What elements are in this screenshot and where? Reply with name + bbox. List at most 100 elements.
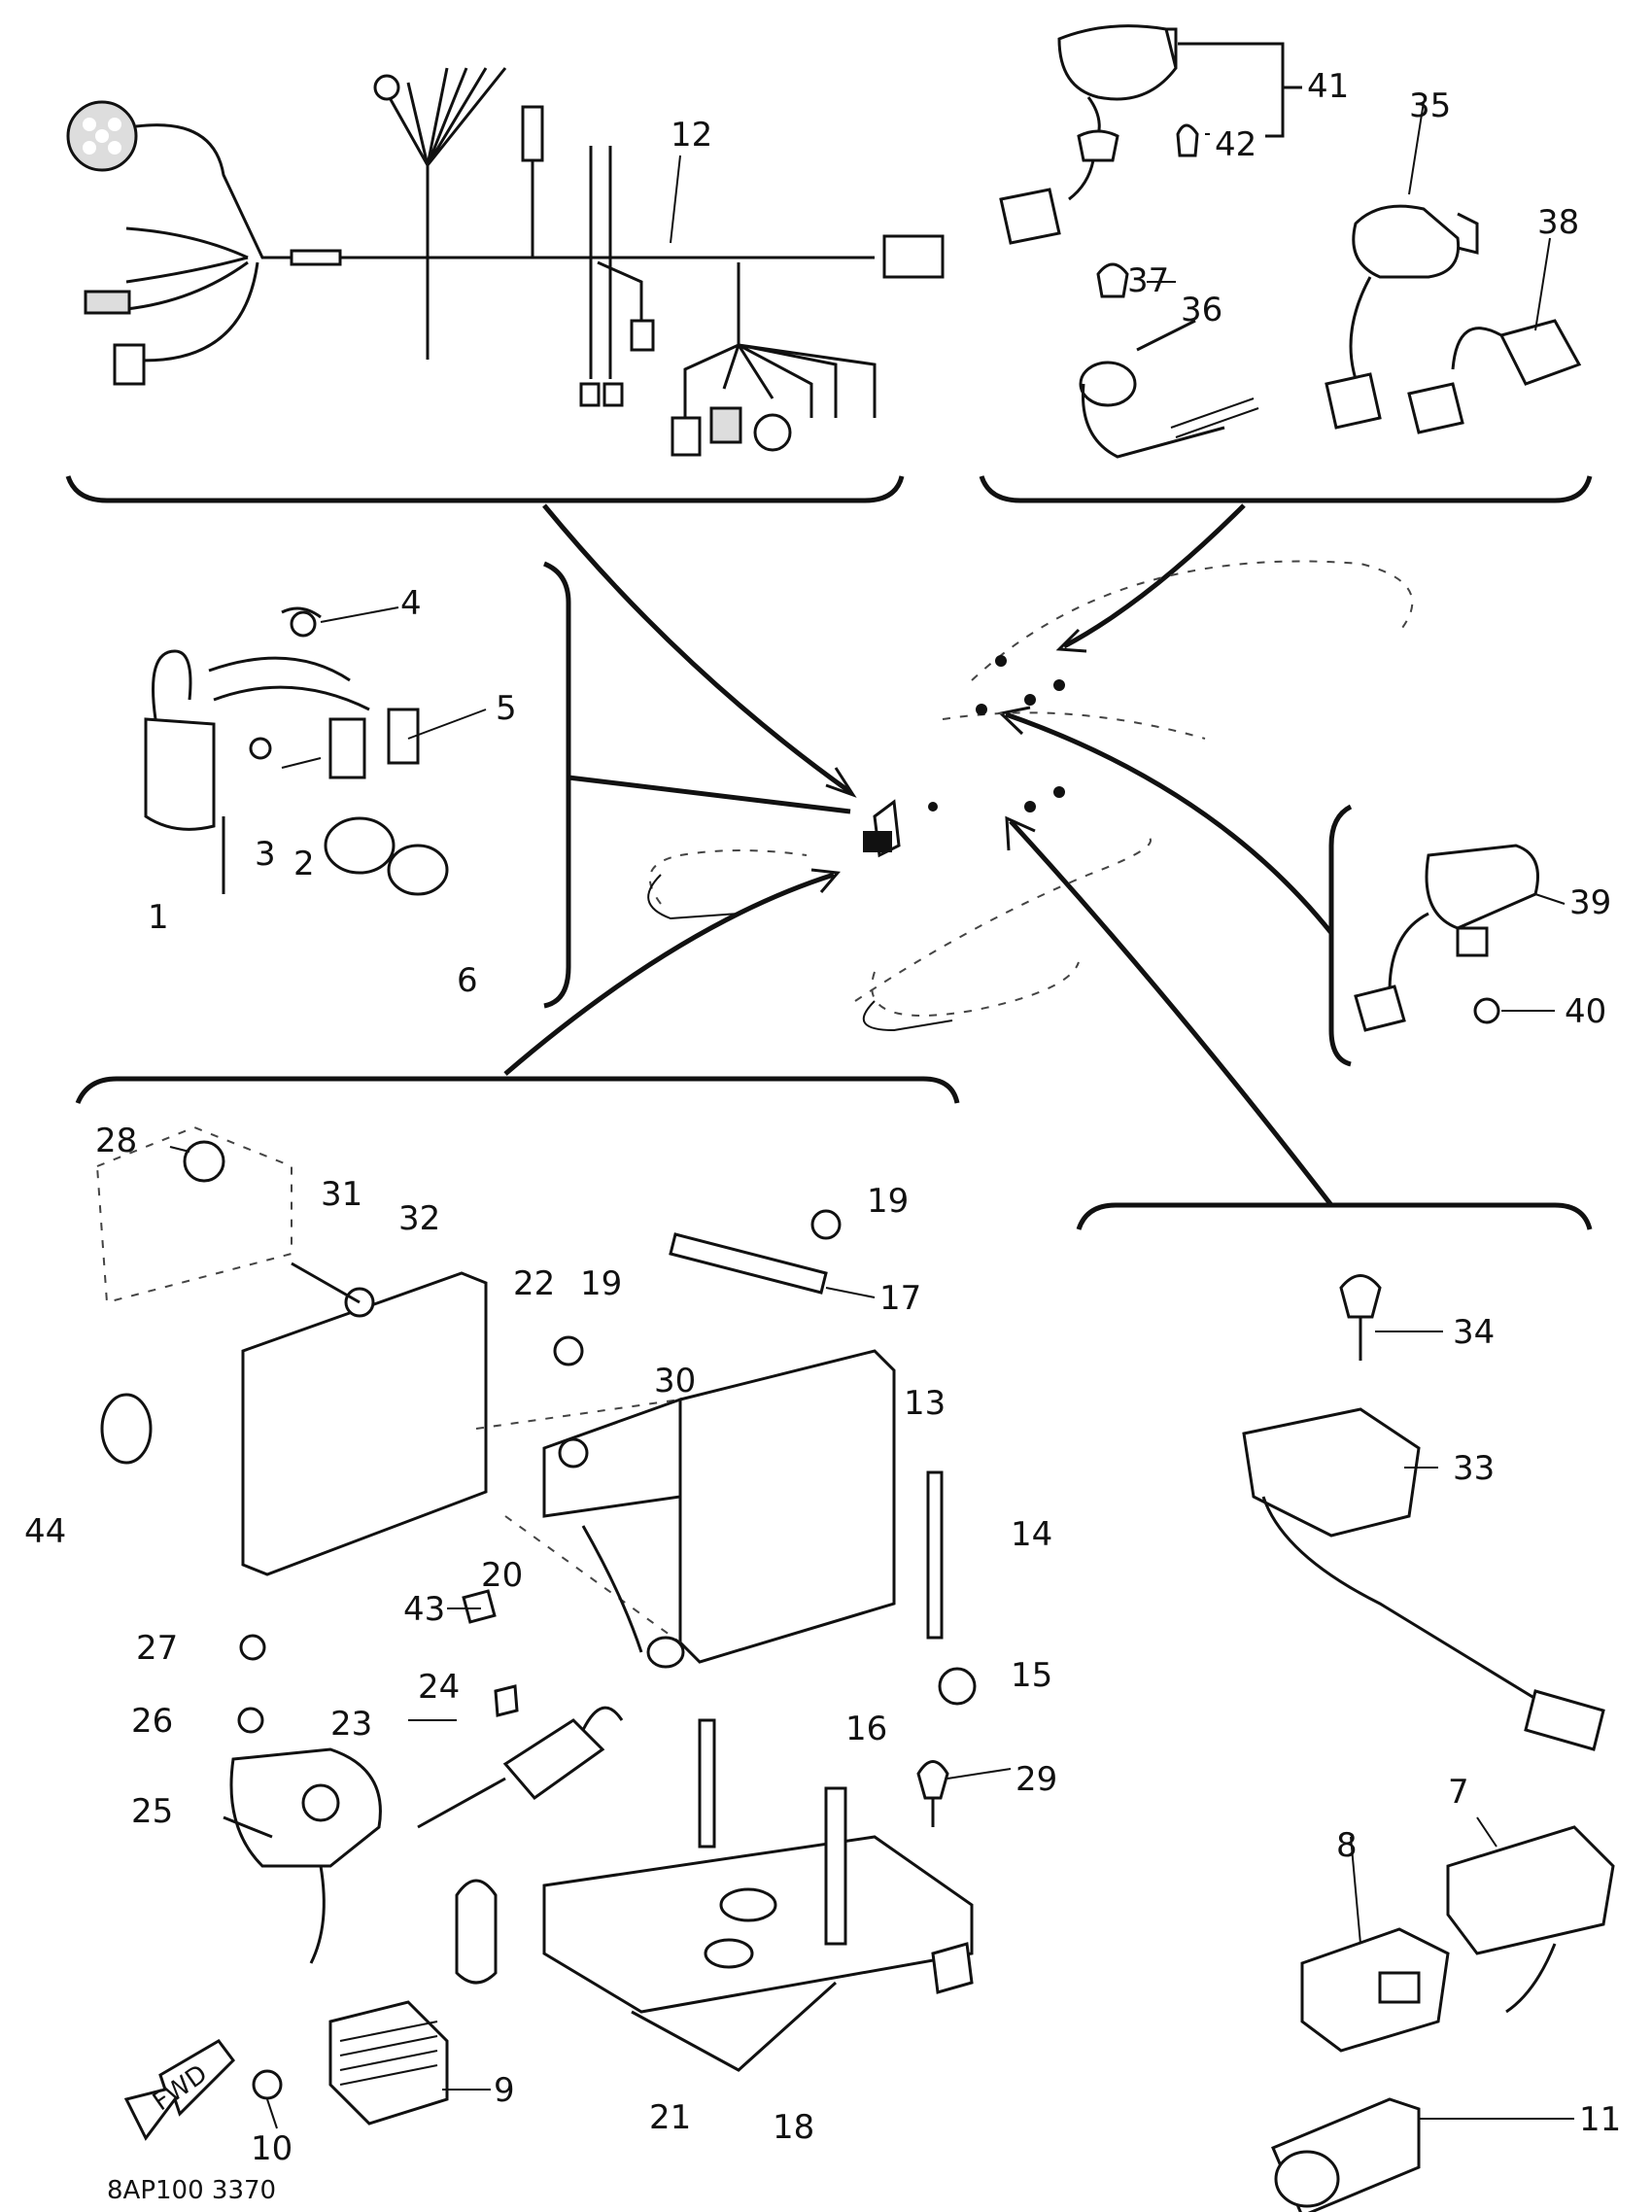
callout-1: 1 <box>148 898 169 937</box>
callout-35: 35 <box>1409 86 1451 125</box>
callout-44: 44 <box>24 1512 66 1551</box>
callout-3: 3 <box>255 835 276 874</box>
callout-34: 34 <box>1453 1313 1495 1352</box>
callout-5: 5 <box>496 689 517 728</box>
callout-22: 22 <box>513 1264 555 1303</box>
plug-cap-5 <box>328 717 366 779</box>
nut-27 <box>239 1634 266 1661</box>
callout-19b: 19 <box>580 1264 622 1303</box>
headlight-unit <box>1057 24 1178 101</box>
tube-14 <box>926 1470 944 1640</box>
callout-labels: 1 2 3 4 5 6 7 8 9 10 11 12 13 14 15 16 1… <box>24 67 1621 2168</box>
callout-39: 39 <box>1569 883 1611 922</box>
callout-15: 15 <box>1011 1656 1052 1695</box>
callout-leaders <box>169 101 1574 2129</box>
battery-cover-22 <box>241 1271 488 1576</box>
callout-14: 14 <box>1011 1515 1052 1554</box>
callout-7: 7 <box>1448 1773 1469 1812</box>
callout-18: 18 <box>773 2108 814 2147</box>
main-switch-35 <box>1352 204 1461 279</box>
bracket-wire-harness <box>65 475 905 503</box>
cap-28 <box>183 1140 225 1183</box>
callout-2: 2 <box>293 845 315 883</box>
coil-39 <box>1425 844 1539 930</box>
bulb-42 <box>1176 123 1199 157</box>
rectifier-9 <box>328 2000 449 2126</box>
battery-13 <box>678 1349 896 1664</box>
callout-28: 28 <box>95 1122 137 1160</box>
callout-16: 16 <box>845 1710 887 1748</box>
callout-25: 25 <box>131 1792 173 1831</box>
bolt-34 <box>1339 1274 1382 1319</box>
clamp-19a <box>810 1209 842 1240</box>
callout-21: 21 <box>649 2098 691 2137</box>
switch-group <box>999 24 1582 459</box>
clamp-19b <box>553 1335 584 1366</box>
callout-32: 32 <box>398 1199 440 1238</box>
plug-4 <box>290 610 317 638</box>
tail-lamp-36 <box>1079 361 1137 407</box>
nut-10 <box>252 2069 283 2100</box>
callout-40: 40 <box>1565 992 1606 1031</box>
callout-19a: 19 <box>867 1182 909 1221</box>
callout-30: 30 <box>654 1362 696 1400</box>
main-coupler <box>882 234 945 279</box>
cdi-unit-7 <box>1446 1825 1615 1955</box>
callout-12: 12 <box>671 116 712 155</box>
ignition-group <box>144 606 449 896</box>
figure-code: 8AP100 3370 <box>107 2176 276 2205</box>
callout-10: 10 <box>251 2129 293 2168</box>
callout-20: 20 <box>481 1556 523 1595</box>
callout-11: 11 <box>1579 2100 1621 2139</box>
battery-group <box>95 1125 977 2126</box>
cap-3 <box>324 816 396 875</box>
cdi-group <box>1354 844 1539 1032</box>
harness-plug <box>84 290 131 315</box>
vehicle-mount-block <box>863 831 892 852</box>
group-brackets <box>65 475 1593 1230</box>
fwd-arrow: FWD <box>123 2039 235 2141</box>
callout-38: 38 <box>1537 203 1579 242</box>
callout-24: 24 <box>418 1668 460 1707</box>
callout-6: 6 <box>457 961 478 1000</box>
bracket-starter <box>1076 1202 1593 1230</box>
callout-43: 43 <box>403 1590 445 1629</box>
callout-13: 13 <box>904 1384 946 1423</box>
pad-43 <box>462 1589 497 1624</box>
bolt-29 <box>916 1760 949 1800</box>
callout-37: 37 <box>1127 261 1169 300</box>
clip-24 <box>494 1684 519 1717</box>
band-17 <box>669 1232 828 1295</box>
callout-31: 31 <box>321 1175 362 1214</box>
callout-27: 27 <box>136 1629 178 1668</box>
starter-group <box>1242 1274 1615 2212</box>
cap-2 <box>387 844 449 896</box>
clip-15 <box>938 1667 977 1706</box>
bracket-switches <box>979 475 1593 503</box>
cap-40 <box>1473 997 1500 1024</box>
bracket-battery <box>75 1076 960 1105</box>
callout-42: 42 <box>1215 125 1256 164</box>
starter-relay-33 <box>1242 1407 1421 1538</box>
bracket-cdi <box>1328 804 1353 1067</box>
callout-36: 36 <box>1181 291 1222 329</box>
ignition-coil-1 <box>144 717 216 831</box>
callout-8: 8 <box>1336 1826 1358 1865</box>
callout-29: 29 <box>1015 1760 1057 1799</box>
group-leaders <box>503 503 1333 1207</box>
terminal-30 <box>558 1437 589 1469</box>
battery-tray-21 <box>542 1835 974 2014</box>
callout-33: 33 <box>1453 1449 1495 1488</box>
wire-harness <box>66 67 945 457</box>
callout-4: 4 <box>400 584 422 623</box>
callout-26: 26 <box>131 1702 173 1741</box>
relay-23 <box>502 1718 605 1801</box>
regulator-8 <box>1300 1927 1450 2053</box>
callout-23: 23 <box>330 1705 372 1744</box>
bulb-37 <box>1096 262 1129 298</box>
callout-41: 41 <box>1307 67 1349 106</box>
washer-26 <box>237 1707 264 1734</box>
bracket-ignition <box>542 561 571 1009</box>
